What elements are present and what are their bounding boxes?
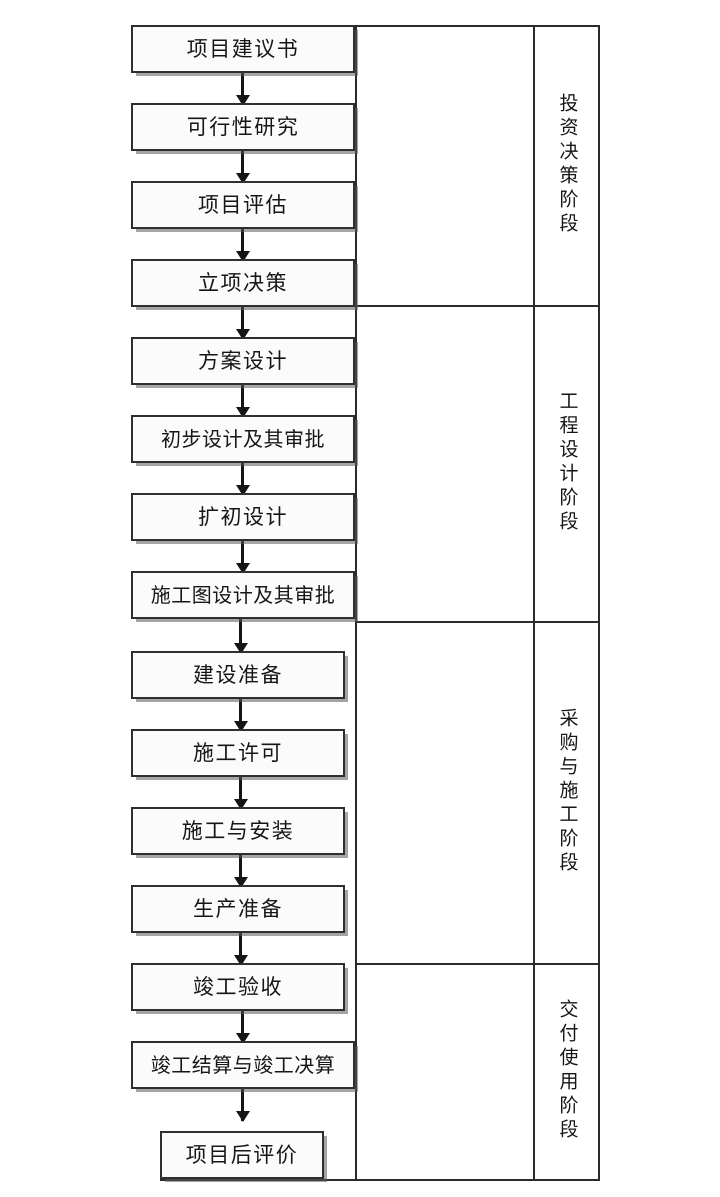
arrow-head-icon [235,329,250,340]
phase-procurement-and-construction: 采购与施工阶段 [535,621,598,963]
node-label: 项目评估 [198,192,288,217]
connector-n9-n10 [233,699,248,732]
connector-n3-n4 [235,229,250,262]
node-label: 建设准备 [193,662,283,687]
frame-inner-vertical [355,25,357,1181]
arrow-head-icon [233,877,248,888]
arrow-head-icon [235,1111,250,1122]
node-construction-preparation[interactable]: 建设准备 [131,651,345,699]
node-post-project-evaluation[interactable]: 项目后评价 [160,1131,324,1179]
node-label: 生产准备 [193,896,283,921]
node-label: 竣工结算与竣工决算 [150,1053,336,1077]
node-label: 施工与安装 [181,818,295,843]
arrow-head-icon [233,955,248,966]
connector-n1-n2 [235,73,250,106]
arrow-head-icon [235,407,250,418]
node-label: 竣工验收 [193,974,283,999]
node-label: 方案设计 [198,348,288,373]
node-label: 可行性研究 [186,114,300,139]
node-extended-preliminary-design[interactable]: 扩初设计 [131,493,355,541]
frame-divider-3 [355,963,600,965]
node-label: 项目后评价 [185,1142,299,1167]
phase-label: 工程设计阶段 [556,391,579,535]
node-label: 施工图设计及其审批 [150,583,336,607]
arrow-head-icon [235,173,250,184]
connector-n2-n3 [235,151,250,184]
arrow-head-icon [235,251,250,262]
arrow-head-icon [235,563,250,574]
node-label: 项目建议书 [186,36,300,61]
node-scheme-design[interactable]: 方案设计 [131,337,355,385]
connector-n14-n15 [235,1089,250,1122]
node-label: 施工许可 [193,740,283,765]
node-completion-acceptance[interactable]: 竣工验收 [131,963,345,1011]
connector-n6-n7 [235,463,250,496]
arrow-head-icon [233,721,248,732]
arrow-head-icon [233,643,248,654]
connector-n12-n13 [233,933,248,966]
frame-top-border [355,25,600,27]
frame-right-border [598,25,600,1181]
connector-n7-n8 [235,541,250,574]
node-feasibility-study[interactable]: 可行性研究 [131,103,355,151]
arrow-head-icon [235,1033,250,1044]
node-label: 扩初设计 [198,504,288,529]
arrow-head-icon [235,95,250,106]
connector-n11-n12 [233,855,248,888]
node-production-preparation[interactable]: 生产准备 [131,885,345,933]
connector-n13-n14 [235,1011,250,1044]
arrow-head-icon [233,799,248,810]
node-preliminary-design-and-approval[interactable]: 初步设计及其审批 [131,415,355,463]
node-project-proposal[interactable]: 项目建议书 [131,25,355,73]
frame-phase-divider [533,25,535,1181]
connector-n5-n6 [235,385,250,418]
frame-divider-1 [355,305,600,307]
node-construction-drawing-design-and-approval[interactable]: 施工图设计及其审批 [131,571,355,619]
arrow-head-icon [235,485,250,496]
node-label: 初步设计及其审批 [161,427,325,451]
connector-n10-n11 [233,777,248,810]
phase-label: 交付使用阶段 [556,999,579,1143]
frame-bottom-border [160,1179,600,1181]
node-label: 立项决策 [198,270,288,295]
frame-divider-2 [355,621,600,623]
connector-n4-n5 [235,307,250,340]
node-construction-and-installation[interactable]: 施工与安装 [131,807,345,855]
phase-label: 采购与施工阶段 [556,708,579,876]
node-project-approval-decision[interactable]: 立项决策 [131,259,355,307]
node-construction-permit[interactable]: 施工许可 [131,729,345,777]
phase-engineering-design: 工程设计阶段 [535,305,598,621]
connector-n8-n9 [233,619,248,654]
phase-label: 投资决策阶段 [556,93,579,237]
node-final-settlement-and-final-accounts[interactable]: 竣工结算与竣工决算 [131,1041,355,1089]
phase-delivery-and-use: 交付使用阶段 [535,963,598,1179]
phase-investment-decision: 投资决策阶段 [535,25,598,305]
node-project-evaluation[interactable]: 项目评估 [131,181,355,229]
